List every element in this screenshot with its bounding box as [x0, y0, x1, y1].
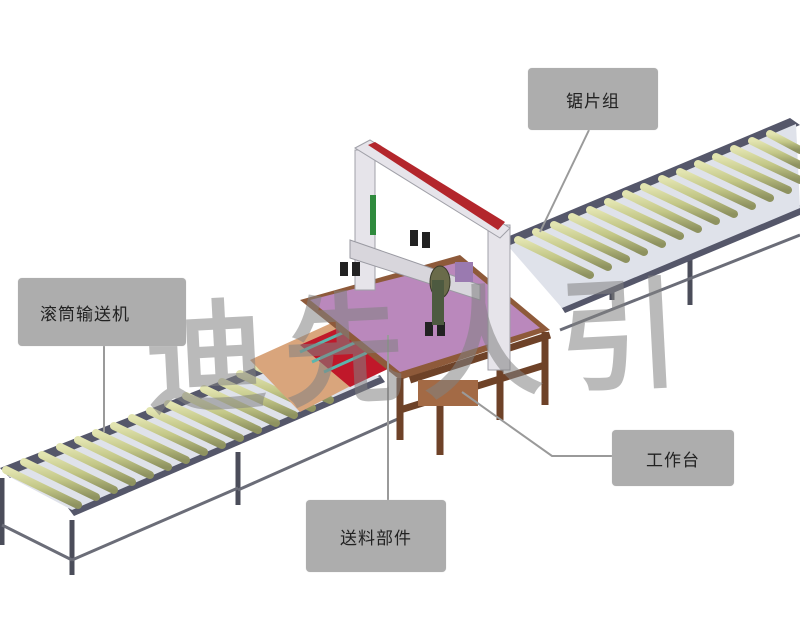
saw-gantry [340, 139, 511, 371]
label-feeding-part: 送料部件 [306, 500, 446, 572]
label-text: 锯片组 [566, 91, 620, 112]
right-roller-conveyor [500, 118, 800, 332]
label-roller-conveyor: 滚筒输送机 [18, 278, 186, 346]
left-roller-conveyor [0, 350, 401, 575]
label-text: 工作台 [646, 450, 700, 471]
label-workbench: 工作台 [612, 430, 734, 486]
label-text: 送料部件 [340, 528, 412, 549]
leader-lines [103, 129, 612, 500]
label-saw-blade-group: 锯片组 [528, 68, 658, 130]
label-text: 滚筒输送机 [40, 304, 130, 325]
